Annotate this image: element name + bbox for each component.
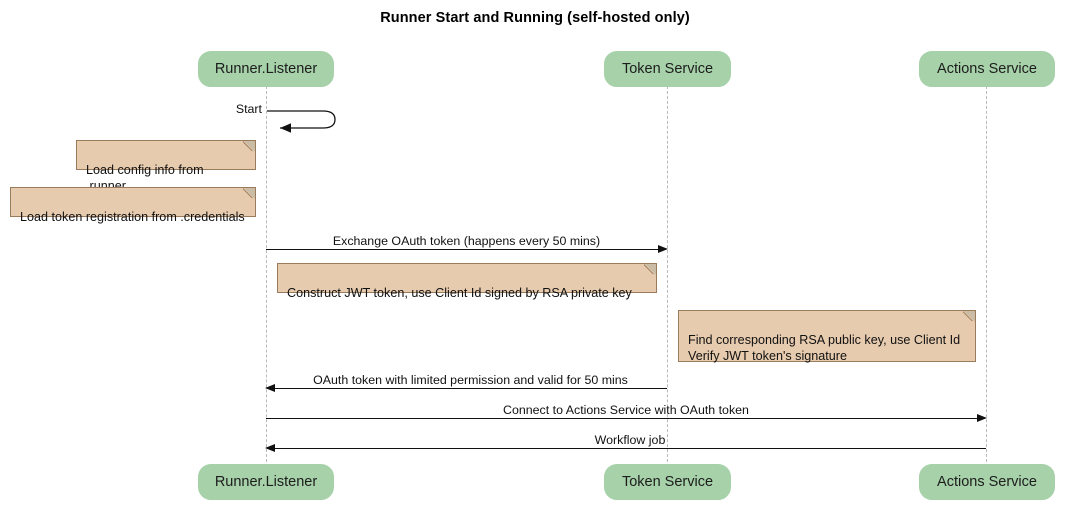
note-construct-jwt: Construct JWT token, use Client Id signe… <box>277 263 657 300</box>
note-fold-edge-icon <box>963 311 975 323</box>
message-line-workflow-job <box>274 448 986 449</box>
message-label-oauth-token-reply: OAuth token with limited permission and … <box>313 373 628 387</box>
message-start-self-loop <box>266 106 346 138</box>
message-line-connect-to-actions-service <box>266 418 978 419</box>
note-fold-edge-icon <box>243 188 255 200</box>
note-construct-jwt-text: Construct JWT token, use Client Id signe… <box>287 286 632 300</box>
lifeline-runner <box>266 86 267 462</box>
note-verify-jwt-text: Find corresponding RSA public key, use C… <box>688 333 961 363</box>
note-load-token-registration: Load token registration from .credential… <box>10 187 256 224</box>
participant-token-service-bottom[interactable]: Token Service <box>604 464 731 500</box>
message-line-oauth-token-reply <box>274 388 667 389</box>
lifeline-actions <box>986 86 987 462</box>
participant-runner-listener-top[interactable]: Runner.Listener <box>198 51 334 87</box>
message-arrowhead-exchange-oauth-token <box>658 245 668 253</box>
note-fold-edge-icon <box>243 141 255 153</box>
participant-token-service-top[interactable]: Token Service <box>604 51 731 87</box>
note-load-config: Load config info from .runner <box>76 140 256 193</box>
message-arrowhead-workflow-job <box>265 444 275 452</box>
participant-actions-service-bottom[interactable]: Actions Service <box>919 464 1055 500</box>
note-load-token-registration-text: Load token registration from .credential… <box>20 210 245 224</box>
message-label-start: Start <box>235 102 262 116</box>
note-verify-jwt: Find corresponding RSA public key, use C… <box>678 310 976 363</box>
participant-runner-listener-bottom[interactable]: Runner.Listener <box>198 464 334 500</box>
diagram-title: Runner Start and Running (self-hosted on… <box>380 10 690 26</box>
message-label-connect-to-actions-service: Connect to Actions Service with OAuth to… <box>503 403 749 417</box>
participant-actions-service-top[interactable]: Actions Service <box>919 51 1055 87</box>
message-label-exchange-oauth-token: Exchange OAuth token (happens every 50 m… <box>332 234 601 248</box>
message-label-workflow-job: Workflow job <box>594 433 666 447</box>
note-fold-edge-icon <box>644 264 656 276</box>
lifeline-token <box>667 86 668 462</box>
message-arrowhead-connect-to-actions-service <box>977 414 987 422</box>
message-arrowhead-oauth-token-reply <box>265 384 275 392</box>
message-line-exchange-oauth-token <box>266 249 659 250</box>
